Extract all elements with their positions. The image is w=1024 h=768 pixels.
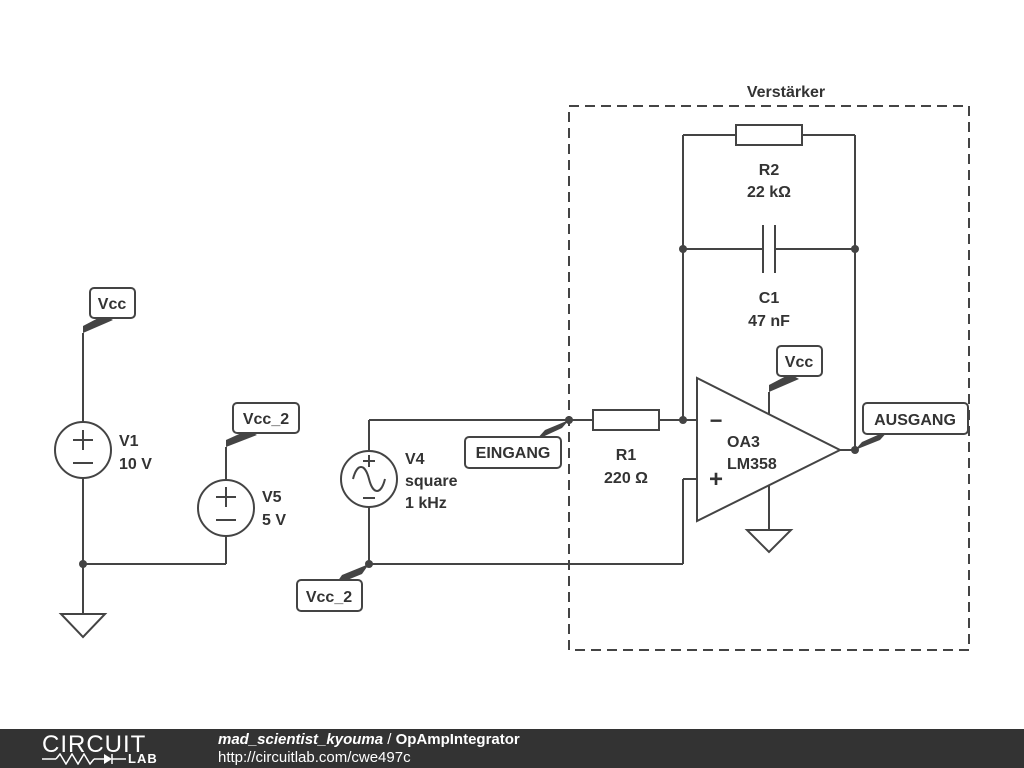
net-label-ausgang[interactable]: AUSGANG	[855, 402, 969, 450]
resistor-r2[interactable]	[735, 124, 803, 146]
voltage-source-v5[interactable]	[197, 479, 255, 537]
logo-resistor-icon	[42, 753, 126, 765]
footer-bar: CIRCUIT LAB mad_scientist_kyouma / OpAmp…	[0, 729, 1024, 768]
circuit-schematic: Verstärker V1 10 V Vcc V5 5 V Vcc	[54, 84, 970, 651]
amplifier-block-title: Verstärker	[747, 84, 825, 101]
oa3-model: LM358	[727, 456, 777, 473]
v5-name: V5	[262, 489, 282, 506]
r1-name: R1	[616, 447, 637, 464]
svg-text:Vcc_2: Vcc_2	[243, 411, 289, 428]
oa3-name: OA3	[727, 434, 760, 451]
svg-text:Vcc_2: Vcc_2	[306, 589, 352, 606]
opamp-inverting-pin: −	[710, 408, 723, 433]
svg-text:EINGANG: EINGANG	[476, 445, 551, 462]
r1-value: 220 Ω	[604, 470, 648, 487]
v4-type: square	[405, 473, 458, 490]
v5-value: 5 V	[262, 512, 286, 529]
r2-value: 22 kΩ	[747, 184, 791, 201]
logo-text-lab: LAB	[128, 751, 158, 766]
project-name[interactable]: OpAmpIntegrator	[395, 731, 520, 748]
voltage-source-v4[interactable]	[340, 450, 398, 508]
net-label-eingang[interactable]: EINGANG	[464, 420, 569, 469]
circuitlab-logo[interactable]: CIRCUIT LAB	[42, 729, 176, 768]
c1-value: 47 nF	[748, 313, 790, 330]
c1-name: C1	[759, 290, 780, 307]
v1-name: V1	[119, 433, 139, 450]
v1-branch	[79, 333, 226, 614]
opamp-noninverting-pin: +	[709, 466, 723, 493]
credit-separator: /	[383, 731, 396, 748]
amplifier-block-boundary	[568, 105, 970, 651]
r2-name: R2	[759, 162, 780, 179]
net-label-vcc2-mid[interactable]: Vcc_2	[226, 402, 300, 447]
circuit-url-link[interactable]: http://circuitlab.com/cwe497c	[218, 749, 411, 766]
net-label-vcc-opamp[interactable]: Vcc	[769, 345, 823, 392]
net-label-vcc2-bottom[interactable]: Vcc_2	[296, 564, 369, 612]
voltage-source-v1[interactable]	[54, 421, 112, 479]
v1-value: 10 V	[119, 456, 152, 473]
logo-text-circuit: CIRCUIT	[42, 731, 147, 758]
circuit-credit: mad_scientist_kyouma / OpAmpIntegrator	[218, 731, 520, 748]
ground-symbol-left	[58, 613, 108, 639]
svg-text:Vcc: Vcc	[98, 296, 127, 313]
feedback-wiring	[679, 134, 859, 454]
opamp-supply-wiring	[768, 392, 855, 530]
svg-text:Vcc: Vcc	[785, 354, 814, 371]
resistor-r1[interactable]	[592, 409, 660, 431]
v4-value: 1 kHz	[405, 495, 447, 512]
net-label-vcc-left[interactable]: Vcc	[83, 287, 136, 333]
v4-name: V4	[405, 451, 425, 468]
author-name[interactable]: mad_scientist_kyouma	[218, 731, 384, 748]
svg-text:AUSGANG: AUSGANG	[874, 412, 956, 429]
capacitor-c1[interactable]	[762, 225, 776, 273]
ground-symbol-opamp	[744, 529, 794, 554]
